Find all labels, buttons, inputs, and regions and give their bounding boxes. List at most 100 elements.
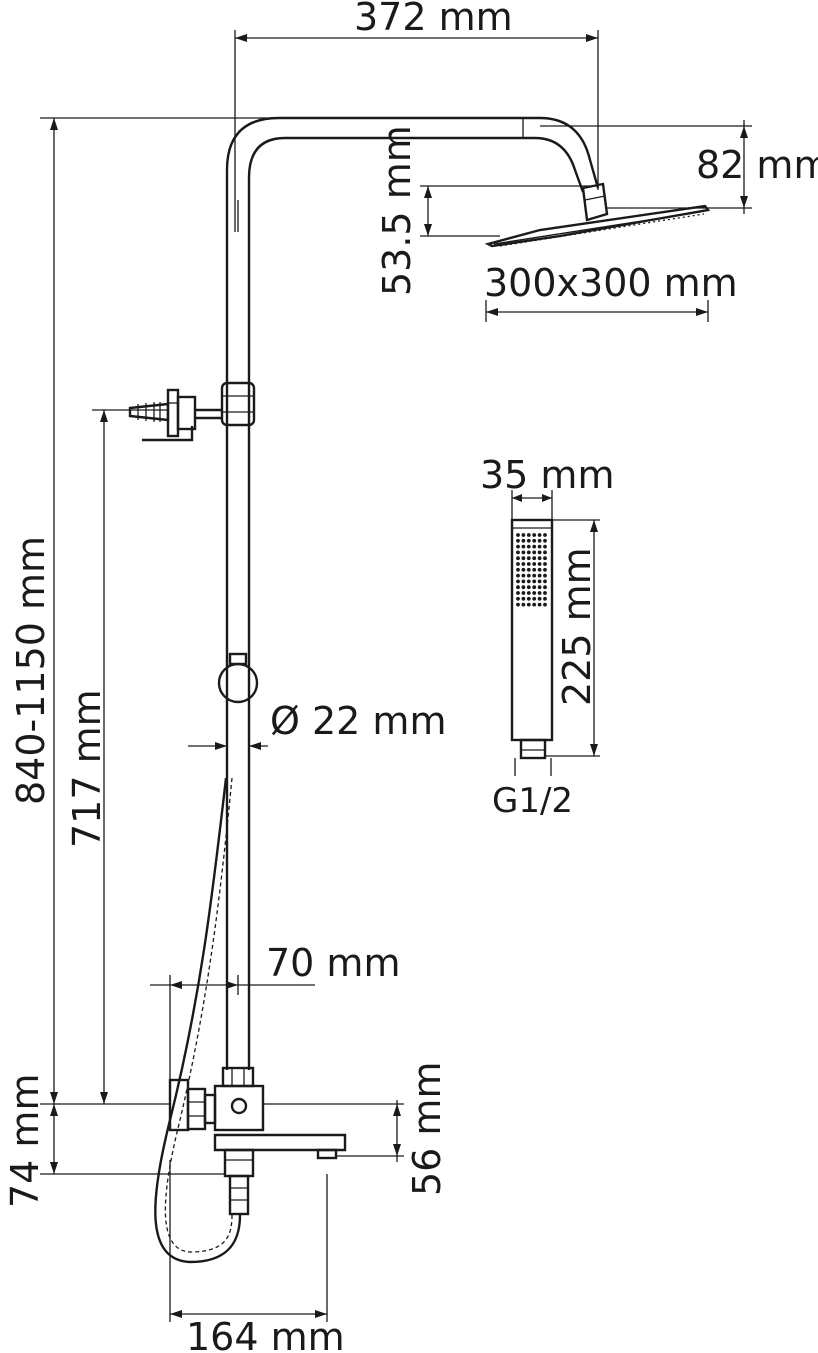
top-width-label: 372 mm xyxy=(354,0,513,39)
nozzle-dot xyxy=(543,602,547,607)
nozzle-dot xyxy=(543,591,547,595)
nozzle-dot xyxy=(526,538,531,543)
nozzle-dot xyxy=(537,602,542,607)
nozzle-dot xyxy=(532,562,537,566)
nozzle-dot xyxy=(521,573,526,578)
nozzle-dot xyxy=(532,550,537,555)
nozzle-dot xyxy=(537,579,542,584)
nozzle-dot xyxy=(537,556,542,561)
nozzle-dot xyxy=(543,579,547,584)
nozzle-dot xyxy=(537,544,542,549)
nozzle-dot xyxy=(521,544,526,549)
nozzle-dot xyxy=(526,573,531,578)
nozzle-dot xyxy=(521,585,526,590)
nozzle-dot xyxy=(543,573,547,578)
spray-nozzle-dots xyxy=(516,533,547,607)
nozzle-dot xyxy=(543,567,547,572)
nozzle-dot xyxy=(521,596,526,601)
nozzle-dot xyxy=(543,585,547,590)
nozzle-dot xyxy=(532,591,537,595)
nozzle-dot xyxy=(532,556,537,561)
nozzle-dot xyxy=(537,573,542,578)
nozzle-dot xyxy=(516,579,520,584)
nozzle-dot xyxy=(537,591,542,595)
bracket-height-label: 717 mm xyxy=(65,689,109,848)
nozzle-dot xyxy=(521,533,526,537)
dimension-labels: 372 mm 82 mm 53.5 mm 300x300 mm 840-1150… xyxy=(3,0,818,1353)
nozzle-dot xyxy=(521,538,526,543)
nozzle-dot xyxy=(537,596,542,601)
shower-hose xyxy=(154,777,242,1264)
nozzle-dot xyxy=(516,567,520,572)
nozzle-dot xyxy=(521,602,526,607)
nozzle-dot xyxy=(516,538,520,543)
nozzle-dot xyxy=(516,556,520,561)
nozzle-dot xyxy=(521,567,526,572)
head-drop-label: 82 mm xyxy=(696,143,818,187)
nozzle-dot xyxy=(543,544,547,549)
nozzle-dot xyxy=(516,591,520,595)
wall-bracket xyxy=(128,381,256,442)
head-size-label: 300x300 mm xyxy=(484,261,738,305)
nozzle-dot xyxy=(516,544,520,549)
nozzle-dot xyxy=(526,533,531,537)
nozzle-dot xyxy=(537,567,542,572)
nozzle-dot xyxy=(543,533,547,537)
nozzle-dot xyxy=(537,585,542,590)
nozzle-dot xyxy=(526,596,531,601)
nozzle-dot xyxy=(532,596,537,601)
nozzle-dot xyxy=(532,602,537,607)
nozzle-dot xyxy=(532,533,537,537)
shower-column xyxy=(40,116,600,1070)
nozzle-dot xyxy=(526,591,531,595)
hand-shower-width-label: 35 mm xyxy=(480,453,614,497)
spout-reach-label: 164 mm xyxy=(186,1315,345,1353)
nozzle-dot xyxy=(543,556,547,561)
nozzle-dot xyxy=(526,556,531,561)
hand-shower-length-label: 225 mm xyxy=(555,547,599,706)
nozzle-dot xyxy=(532,567,537,572)
nozzle-dot xyxy=(521,556,526,561)
nozzle-dot xyxy=(543,550,547,555)
nozzle-dot xyxy=(543,538,547,543)
bath-mixer xyxy=(168,1066,347,1216)
dimension-lines xyxy=(40,30,752,1322)
nozzle-dot xyxy=(543,596,547,601)
rain-shower-head xyxy=(484,182,711,248)
nozzle-dot xyxy=(526,567,531,572)
nozzle-dot xyxy=(516,533,520,537)
nozzle-dot xyxy=(537,533,542,537)
nozzle-dot xyxy=(532,538,537,543)
nozzle-dot xyxy=(532,585,537,590)
nozzle-dot xyxy=(526,550,531,555)
pipe-offset-label: 70 mm xyxy=(266,941,400,985)
nozzle-dot xyxy=(537,562,542,566)
nozzle-dot xyxy=(521,562,526,566)
hand-shower xyxy=(510,518,554,760)
nozzle-dot xyxy=(543,562,547,566)
head-thickness-label: 53.5 mm xyxy=(375,125,419,296)
nozzle-dot xyxy=(516,562,520,566)
nozzle-dot xyxy=(516,585,520,590)
nozzle-dot xyxy=(521,591,526,595)
nozzle-dot xyxy=(526,602,531,607)
nozzle-dot xyxy=(532,573,537,578)
nozzle-dot xyxy=(516,550,520,555)
pipe-diameter-label: Ø 22 mm xyxy=(270,699,446,743)
nozzle-dot xyxy=(516,573,520,578)
nozzle-dot xyxy=(526,562,531,566)
spout-height-label: 56 mm xyxy=(405,1062,449,1196)
nozzle-dot xyxy=(526,585,531,590)
hand-shower-slider xyxy=(217,652,259,704)
total-height-label: 840-1150 mm xyxy=(9,536,53,805)
nozzle-dot xyxy=(516,596,520,601)
mixer-height-label: 74 mm xyxy=(3,1074,47,1208)
nozzle-dot xyxy=(516,602,520,607)
nozzle-dot xyxy=(532,544,537,549)
nozzle-dot xyxy=(521,579,526,584)
nozzle-dot xyxy=(537,550,542,555)
nozzle-dot xyxy=(532,579,537,584)
nozzle-dot xyxy=(526,579,531,584)
nozzle-dot xyxy=(521,550,526,555)
